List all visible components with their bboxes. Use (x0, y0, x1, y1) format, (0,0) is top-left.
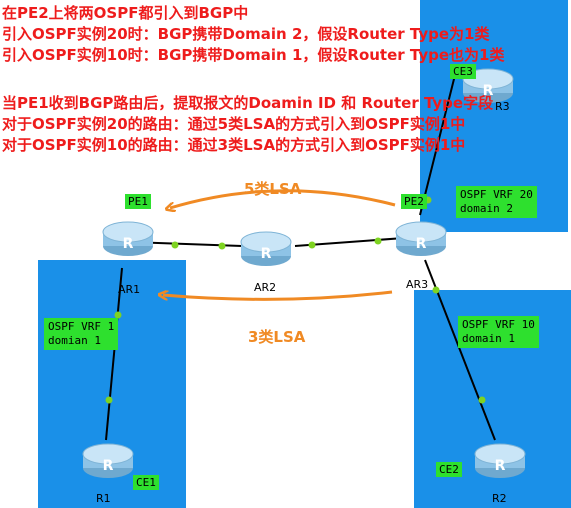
router-icon-r1: R (82, 443, 134, 478)
router-icon-r3: R (462, 68, 514, 103)
arrow-label-5-lsa: 5类LSA (244, 180, 302, 198)
device-name-ar2: AR2 (254, 281, 277, 294)
arrow-5-lsa (170, 189, 396, 208)
device-tag-pe1: PE1 (125, 194, 151, 209)
port (478, 396, 486, 404)
annotation-line: 对于OSPF实例10的路由：通过3类LSA的方式引入到OSPF实例1中 (2, 136, 466, 154)
svg-text:R: R (495, 458, 506, 474)
device-tag-ce2: CE2 (436, 462, 462, 477)
svg-text:R: R (483, 83, 494, 99)
router-icon-ar2: R (240, 231, 292, 266)
annotation-line: 对于OSPF实例20的路由：通过5类LSA的方式引入到OSPF实例1中 (2, 115, 466, 133)
router-icon-r2: R (474, 443, 526, 478)
annotation-line: 引入OSPF实例20时：BGP携带Domain 2，假设Router Type为… (2, 25, 490, 43)
link-ar1-r1 (105, 267, 123, 441)
port (432, 286, 440, 294)
svg-text:R: R (261, 246, 272, 262)
device-name-ar1: AR1 (118, 283, 141, 296)
annotation-line: 引入OSPF实例10时：BGP携带Domain 1，假设Router Type也… (2, 46, 505, 64)
device-name-r3: R3 (495, 100, 510, 113)
link-ar3-r3 (419, 74, 456, 216)
device-tag-pe2: PE2 (401, 194, 427, 209)
annotation-line: 在PE2上将两OSPF都引入到BGP中 (2, 4, 249, 22)
port (114, 311, 122, 319)
arrow-label-3-lsa: 3类LSA (248, 328, 306, 346)
arrow-3-lsa (163, 292, 393, 301)
port (218, 242, 226, 250)
port (171, 241, 179, 249)
router-icon-ar1: R (102, 221, 154, 256)
port (308, 241, 316, 249)
svg-text:R: R (416, 236, 427, 252)
port (105, 396, 113, 404)
device-name-r1: R1 (96, 492, 111, 505)
router-icon-ar3: R (395, 221, 447, 256)
annotation-line: 当PE1收到BGP路由后，提取报文的Doamin ID 和 Router Typ… (2, 94, 494, 112)
svg-text:R: R (123, 236, 134, 252)
device-name-r2: R2 (492, 492, 507, 505)
device-name-ar3: AR3 (406, 278, 429, 291)
device-tag-ce1: CE1 (133, 475, 159, 490)
port (374, 237, 382, 245)
svg-text:R: R (103, 458, 114, 474)
device-tag-ce3: CE3 (450, 64, 476, 79)
